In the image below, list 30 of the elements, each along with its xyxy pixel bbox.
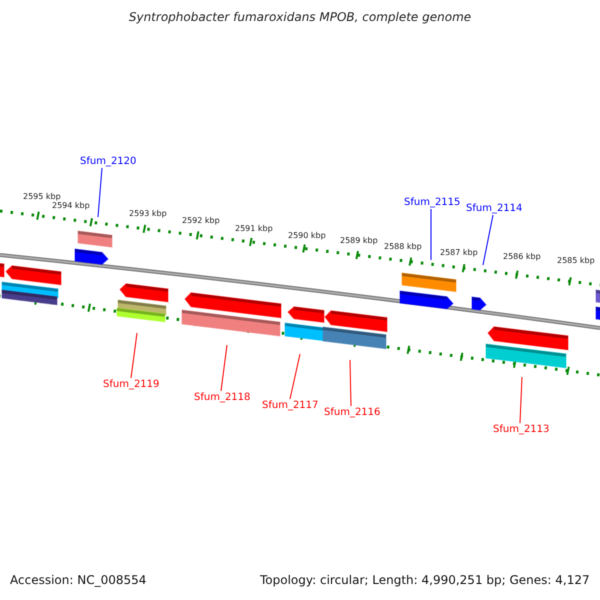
leader-line: [130, 332, 138, 378]
gene-label: Sfum_2115: [404, 197, 460, 208]
scale-label: 2594 kbp: [52, 201, 90, 211]
gene-label: Sfum_2120: [80, 156, 136, 167]
leader-line: [290, 354, 300, 400]
scale-label: 2587 kbp: [440, 247, 478, 258]
title: Syntrophobacter fumaroxidans MPOB, complete genome: [128, 10, 472, 24]
leader-line: [98, 168, 102, 218]
gene-label: Sfum_2119: [103, 379, 160, 390]
scale-label: 2591 kbp: [235, 223, 273, 234]
gene-label: Sfum_2113: [493, 424, 550, 435]
gene-label: Sfum_2118: [194, 392, 250, 403]
leader-line: [430, 208, 432, 260]
leader-line: [520, 376, 522, 424]
scale-label: 2588 kbp: [384, 241, 422, 252]
genome-stats: Topology: circular; Length: 4,990,251 bp; Genes: 4,127: [260, 575, 590, 586]
scale-label: 2589 kbp: [340, 235, 378, 246]
gene-label: Sfum_2117: [262, 400, 318, 411]
leader-line: [482, 214, 494, 266]
scale-label: 2595 kbp: [23, 191, 61, 202]
scale-label: 2592 kbp: [182, 215, 220, 226]
scale-label: 2593 kbp: [129, 208, 167, 219]
accession-label: Accession: NC_008554: [10, 575, 146, 586]
scale-label: 2590 kbp: [288, 230, 326, 241]
scale-label: 2586 kbp: [503, 251, 541, 262]
leader-line: [220, 344, 228, 392]
gene-label: Sfum_2114: [466, 203, 522, 214]
gene-label: Sfum_2116: [324, 407, 380, 418]
scale-label: 2585 kbp: [557, 255, 595, 266]
leader-line: [350, 360, 352, 406]
